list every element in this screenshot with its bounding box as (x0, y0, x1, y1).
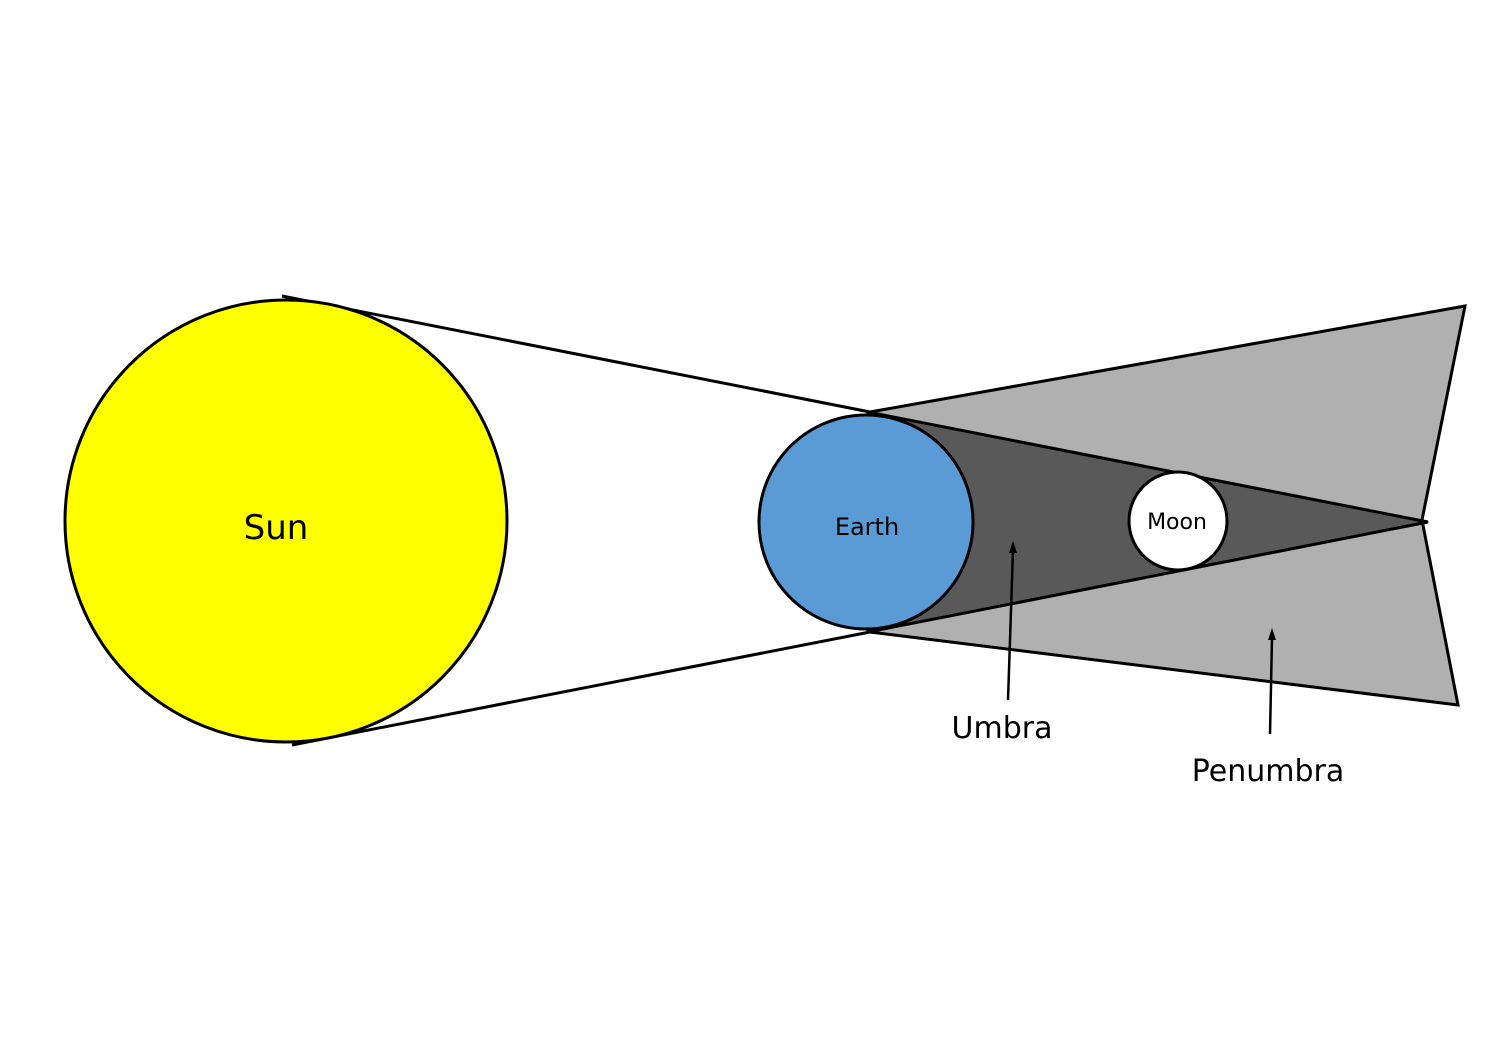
earth-circle (757, 413, 975, 631)
sun-label: Sun (244, 508, 309, 548)
earth-label: Earth (835, 513, 899, 541)
penumbra-label: Penumbra (1192, 754, 1345, 789)
upper-tangent-line (281, 294, 871, 414)
moon-label: Moon (1147, 510, 1207, 535)
lower-tangent-line (291, 630, 871, 747)
umbra-arrowhead-icon (1009, 541, 1017, 553)
moon-circle (1127, 470, 1229, 572)
umbra-arrow (1006, 549, 1015, 701)
sun-circle (63, 298, 509, 744)
penumbra-arrowhead-icon (1268, 628, 1276, 640)
penumbra-arrow (1268, 637, 1274, 735)
umbra-label: Umbra (952, 711, 1053, 746)
